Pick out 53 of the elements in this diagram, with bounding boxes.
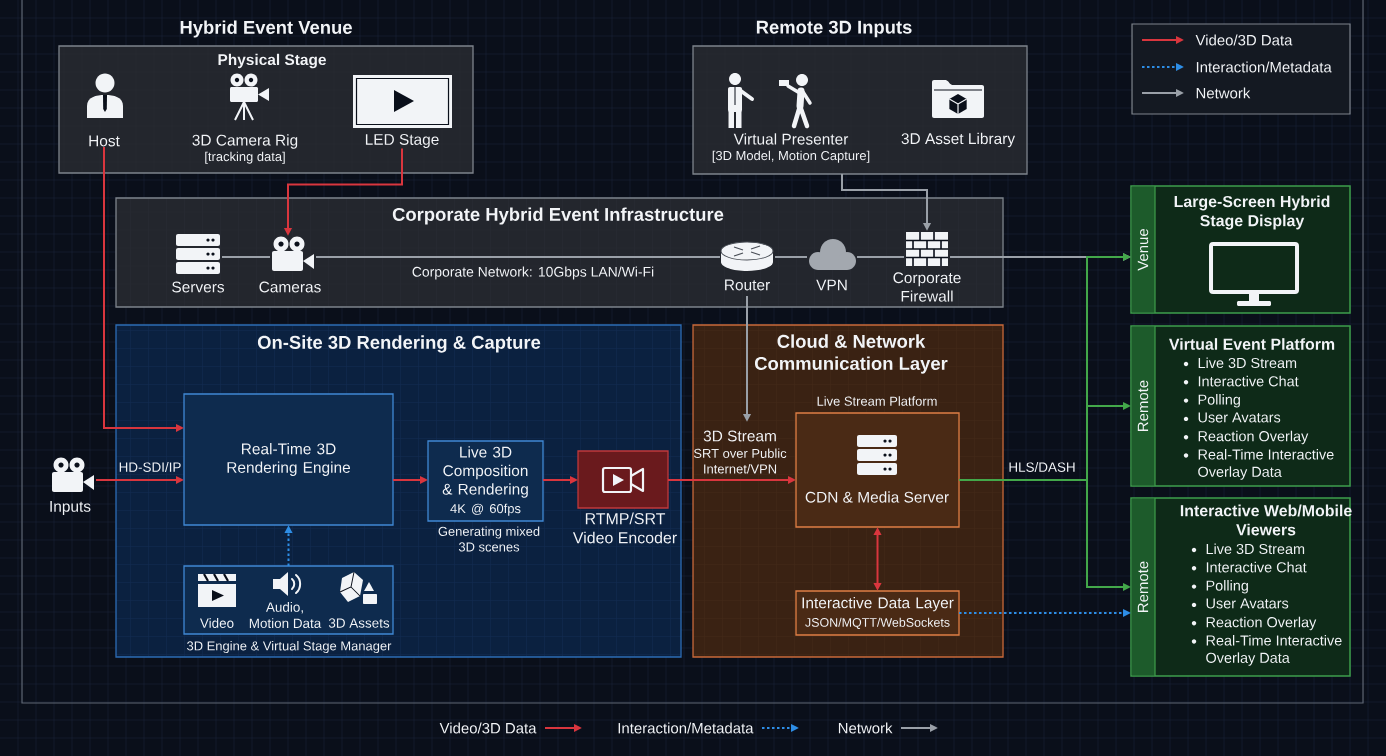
legend-label: Network: [1196, 87, 1251, 99]
server-box: Live Stream Platform CDN & Media Server: [795, 396, 960, 528]
note-text: SRT over Public Internet/VPN: [693, 448, 787, 474]
list-item: Live 3D Stream: [1206, 543, 1305, 555]
icon-caption: Corporate Firewall: [893, 272, 961, 302]
connector-line: [856, 256, 905, 258]
list-item: Live 3D Stream: [1198, 357, 1297, 369]
legend-label: Interaction/Metadata: [618, 722, 754, 734]
process-box: Live 3D Composition & Rendering 4K @ 60fps: [427, 440, 544, 522]
icon-caption: Cameras: [259, 281, 321, 293]
icon-caption: Inputs: [50, 501, 91, 515]
list-item: User Avatars: [1198, 412, 1281, 423]
icon-caption: 3D Asset Library: [901, 132, 1016, 148]
process-box: Interactive Data Layer JSON/MQTT/WebSockets: [795, 590, 960, 636]
icon-caption: 3D Assets: [328, 618, 390, 628]
connector-line: [221, 256, 271, 258]
encoder-box: RTMP/SRT Video Encoder: [572, 450, 677, 544]
edge-label: HD-SDI/IP: [119, 462, 181, 472]
process-box: Real-Time 3D Rendering Engine: [183, 393, 394, 526]
node-label: Hybrid Event Venue: [180, 20, 352, 38]
side-tab: Venue: [1131, 185, 1156, 314]
list-item: Polling: [1206, 580, 1248, 594]
legend-label: Video/3D Data: [439, 722, 537, 734]
list-item: Reaction Overlay: [1198, 430, 1309, 445]
icon-caption: Router: [725, 279, 770, 291]
list-item: Real-Time Interactive Overlay Data: [1198, 449, 1334, 480]
side-tab: Remote: [1131, 325, 1156, 487]
annotation: Generating mixed 3D scenes: [438, 526, 540, 552]
list-item: Real-Time Interactive Overlay Data: [1206, 635, 1342, 666]
icon-caption: VPN: [816, 279, 847, 291]
edge-label: 3D Stream: [703, 430, 776, 442]
list-item: User Avatars: [1206, 598, 1289, 609]
icon-caption: 3D Camera Rig [tracking data]: [192, 134, 298, 164]
legend-label: Interaction/Metadata: [1196, 61, 1332, 73]
node-label: 3D Engine & Virtual Stage Manager: [187, 640, 392, 654]
icon-caption: Audio, Motion Data: [249, 602, 322, 628]
list-item: Interactive Chat: [1198, 375, 1299, 387]
list-item: Interactive Chat: [1206, 561, 1307, 573]
legend-label: Network: [838, 722, 893, 734]
list-item: Polling: [1198, 394, 1240, 408]
icon-caption: LED Stage: [365, 134, 439, 148]
connector-line: [315, 256, 721, 258]
edge-label: HLS/DASH: [1009, 462, 1075, 472]
connector-line: [774, 256, 808, 258]
list-item: Reaction Overlay: [1206, 616, 1317, 631]
side-tab: Remote: [1131, 497, 1156, 677]
node-label: Remote 3D Inputs: [756, 20, 912, 38]
edge-label: Corporate Network: 10Gbps LAN/Wi-Fi: [412, 266, 654, 280]
icon-caption: Virtual Presenter [3D Model, Motion Capture]: [712, 133, 870, 163]
icon-caption: Servers: [172, 281, 225, 293]
legend-label: Video/3D Data: [1195, 34, 1293, 46]
icon-caption: Video: [200, 618, 234, 628]
icon-caption: Host: [89, 135, 120, 147]
